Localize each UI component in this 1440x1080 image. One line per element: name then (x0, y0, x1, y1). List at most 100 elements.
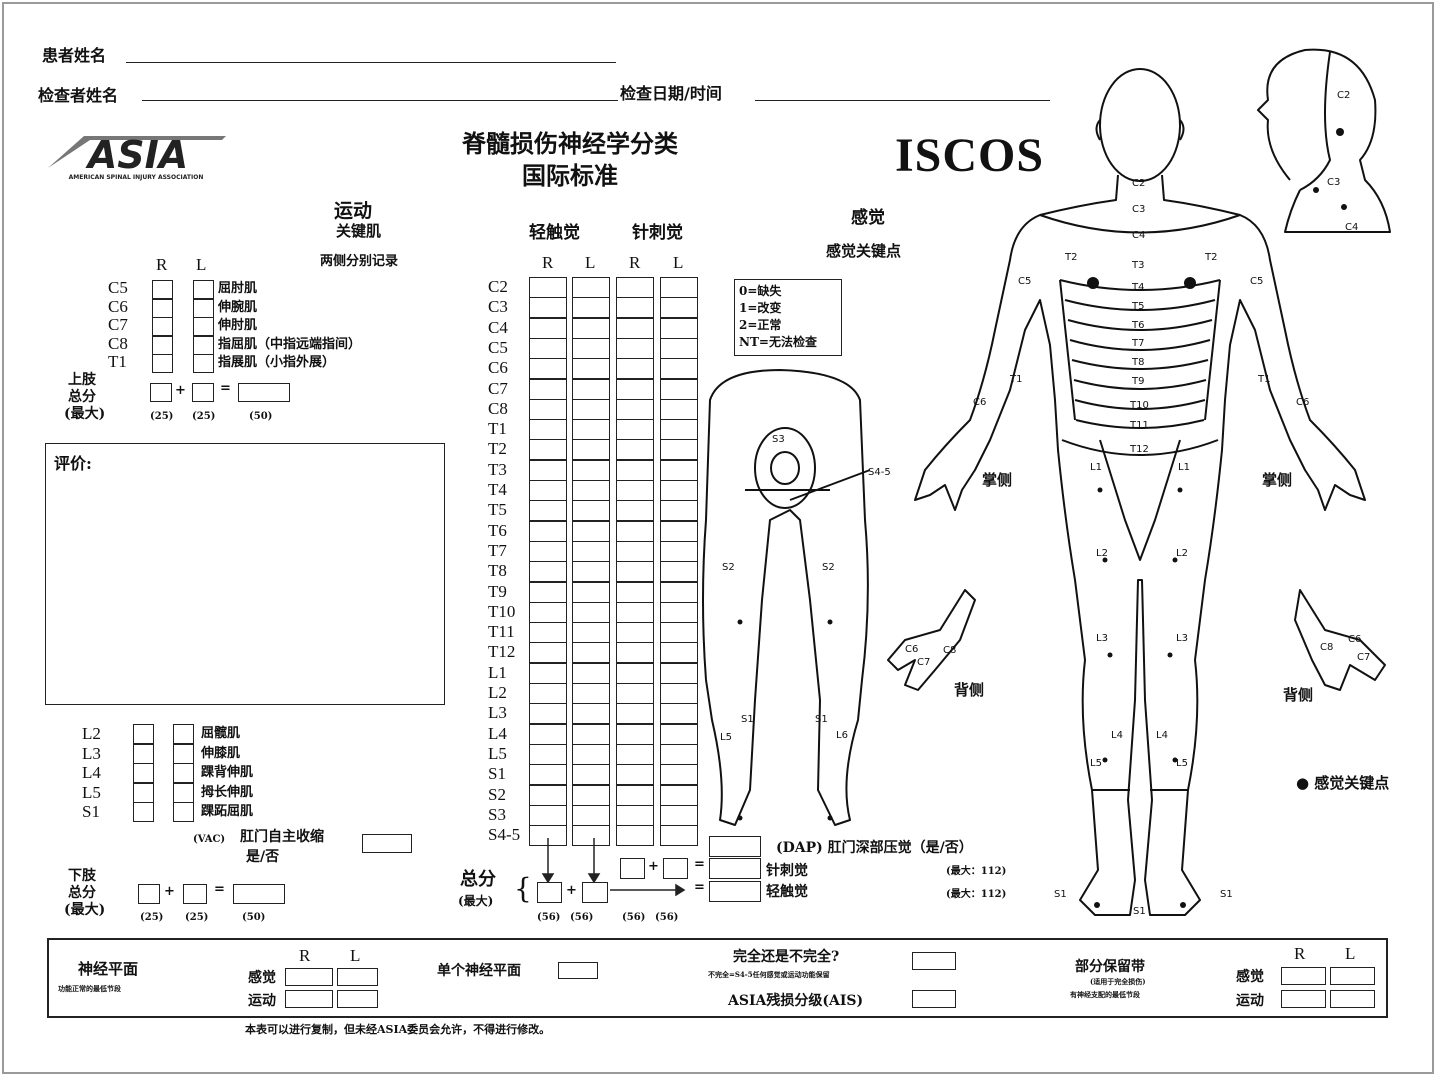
segment-label: T11 (488, 622, 515, 642)
dermatome-label-hand: C8 (1320, 642, 1333, 653)
max-56: (56) (537, 912, 561, 923)
exam-date-field[interactable] (755, 100, 1050, 101)
segment-label: L3 (488, 703, 507, 723)
muscle-name: 伸腕肌 (218, 299, 258, 315)
dermatome-label-back: L5 (720, 732, 732, 743)
segment-label: S2 (488, 784, 506, 804)
lt-l-total-box[interactable] (582, 882, 608, 903)
motor-r-label: R (156, 255, 168, 274)
lt-r-total-box[interactable] (537, 882, 562, 903)
sensory-total-label: 总分 (460, 869, 496, 890)
neuro-level-sensory-r-box[interactable] (285, 968, 333, 986)
patient-name-label: 患者姓名 (42, 46, 107, 65)
lower-max-total: (50) (242, 912, 266, 923)
pin-prick-header: 针刺觉 (632, 223, 683, 243)
light-touch-total-box[interactable] (709, 881, 761, 902)
examiner-name-field[interactable] (142, 100, 618, 101)
dermatome-label-front: T3 (1131, 260, 1144, 271)
neuro-level-sensory-l-box[interactable] (337, 968, 378, 986)
dermatome-label-hand: C8 (943, 645, 956, 656)
lower-total-box[interactable] (233, 884, 285, 904)
segment-label: T2 (488, 439, 507, 459)
neuro-level-motor-l-box[interactable] (337, 990, 378, 1008)
sensory-col-l: L (673, 253, 684, 272)
legend-item: 0=缺失 (739, 284, 782, 298)
total-label-line: 上肢 (68, 372, 96, 388)
dermatome-label-front: L5 (1090, 758, 1102, 769)
dermatome-label-front: T2 (1064, 252, 1077, 263)
dermatome-label-front: L2 (1176, 548, 1188, 559)
dermatome-label-front: T12 (1129, 444, 1149, 455)
segment-label: S4-5 (488, 825, 521, 845)
dermatome-label-back: L6 (836, 730, 848, 741)
zpp-sensory-label: 感觉 (1236, 969, 1264, 985)
upper-r-total-box[interactable] (150, 383, 172, 402)
classification-panel (47, 938, 1388, 1018)
dermatome-label-front: C6 (1296, 397, 1309, 408)
single-level-box[interactable] (558, 962, 598, 979)
motor-r-box-S1[interactable] (133, 802, 154, 822)
dermatome-label-front: L4 (1111, 730, 1123, 741)
segment-label: L2 (488, 683, 507, 702)
motor-l-box-S1[interactable] (173, 802, 194, 822)
segment-label: T1 (488, 419, 507, 439)
plus-sign: + (175, 383, 186, 398)
motor-r-box-T1[interactable] (152, 354, 173, 373)
zpp-motor-l-box[interactable] (1330, 990, 1375, 1008)
examiner-name-label: 检查者姓名 (38, 86, 119, 105)
comments-box[interactable]: 评价: (45, 443, 445, 705)
lower-r-total-box[interactable] (138, 884, 160, 904)
lower-max-r: (25) (140, 912, 164, 923)
dermatome-label-back: S1 (741, 714, 754, 725)
zpp-sensory-l-box[interactable] (1330, 967, 1375, 985)
dap-box[interactable] (709, 836, 761, 857)
patient-name-field[interactable] (126, 62, 616, 63)
sensory-box-S4-5-lt-l[interactable] (572, 825, 610, 847)
motor-l-box-T1[interactable] (193, 354, 214, 373)
neuro-level-motor-r-box[interactable] (285, 990, 333, 1008)
form-subtitle: 国际标准 (522, 161, 618, 190)
lower-l-total-box[interactable] (183, 884, 207, 904)
complete-box[interactable] (912, 952, 956, 970)
max-56: (56) (570, 912, 594, 923)
segment-label: C8 (108, 333, 128, 353)
sensory-box-S4-5-pp-r[interactable] (616, 825, 654, 847)
upper-l-total-box[interactable] (192, 383, 214, 402)
motor-title: 运动 (334, 200, 373, 222)
dermatome-label-front: L2 (1096, 548, 1108, 559)
equals-sign: = (694, 857, 705, 872)
complete-question: 完全还是不完全? (733, 949, 840, 965)
pp-r-total-box[interactable] (620, 858, 645, 879)
pin-prick-total-box[interactable] (709, 858, 761, 879)
segment-label: L1 (488, 662, 507, 682)
dermatome-label-front: C5 (1250, 276, 1263, 287)
total-label-line: (最大) (64, 902, 106, 918)
zpp-motor-r-box[interactable] (1281, 990, 1326, 1008)
equals-sign: = (694, 880, 705, 895)
dermatome-label-front: T7 (1131, 338, 1144, 349)
dermatome-label-front: C2 (1132, 178, 1145, 189)
zpp-motor-label: 运动 (1236, 993, 1264, 1009)
dermatome-label-back: S2 (722, 562, 735, 573)
dermatome-label-head: C3 (1327, 177, 1340, 188)
segment-label: T1 (108, 352, 127, 371)
total-label-line: 总分 (68, 389, 96, 405)
dermatome-label-back: S3 (772, 434, 785, 445)
ais-box[interactable] (912, 990, 956, 1008)
zpp-sensory-r-box[interactable] (1281, 967, 1326, 985)
max-56: (56) (622, 912, 646, 923)
motor-note: 两侧分别记录 (320, 254, 399, 269)
pp-l-total-box[interactable] (663, 858, 688, 879)
dorsum-hand-right (1294, 589, 1386, 691)
segment-label: C8 (488, 398, 508, 418)
muscle-name: 踝跖屈肌 (201, 804, 254, 819)
vac-box[interactable] (362, 834, 412, 853)
dermatome-label-dorsum: 背侧 (954, 681, 984, 699)
dermatome-label-front: T5 (1131, 301, 1144, 312)
dorsum-hand-left (887, 589, 976, 691)
segment-label: S1 (488, 764, 506, 784)
upper-total-box[interactable] (238, 383, 290, 402)
segment-label: S3 (488, 804, 506, 824)
sensory-box-S4-5-pp-l[interactable] (660, 825, 698, 847)
front-body-figure (914, 68, 1366, 916)
